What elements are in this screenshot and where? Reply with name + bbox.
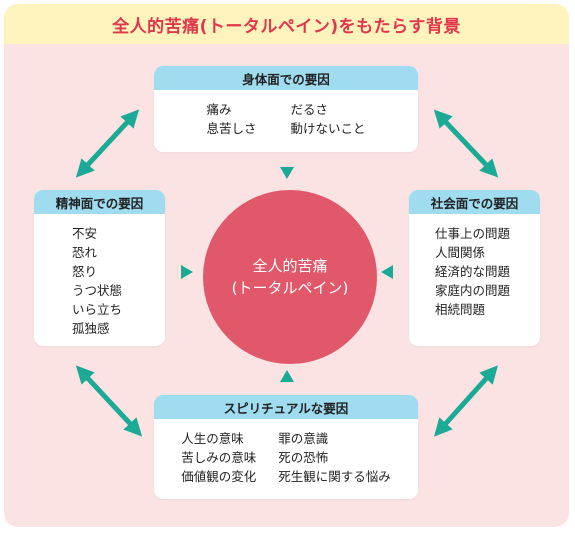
factor-item: 死生観に関する悩み (278, 469, 391, 484)
factor-item: だるさ (290, 102, 329, 117)
factor-item: 経済的な問題 (435, 264, 511, 279)
mental-factors-heading: 精神面での要因 (34, 190, 165, 214)
mental-factors-box: 精神面での要因 不安 恐れ 怒り うつ状態 いら立ち 孤独感 (34, 190, 165, 346)
factor-item: 仕事上の問題 (435, 226, 511, 241)
social-factors-box: 社会面での要因 仕事上の問題 人間関係 経済的な問題 家庭内の問題 相続問題 (409, 190, 540, 346)
factor-item: 人生の意味 (181, 431, 244, 446)
physical-factors-list: 痛み だるさ 息苦しさ 動けないこと (154, 90, 418, 138)
factor-item: 人間関係 (435, 245, 486, 260)
double-arrow-top-left (75, 109, 140, 178)
factor-item: 動けないこと (290, 121, 366, 136)
factor-item: 恐れ (72, 245, 98, 260)
pointer-from-left (181, 265, 193, 279)
factor-item: いら立ち (72, 302, 123, 317)
diagram-title: 全人的苦痛(トータルペイン)をもたらす背景 (112, 16, 461, 37)
factor-item: 不安 (72, 226, 98, 241)
factor-item: 罪の意識 (278, 431, 329, 446)
social-factors-heading: 社会面での要因 (409, 190, 540, 214)
pointer-from-bottom (280, 370, 294, 382)
factor-item: 怒り (72, 264, 98, 279)
social-factors-list: 仕事上の問題 人間関係 経済的な問題 家庭内の問題 相続問題 (409, 214, 540, 319)
factor-item: 痛み (206, 102, 232, 117)
factor-item: 息苦しさ (206, 121, 257, 136)
physical-factors-heading: 身体面での要因 (154, 66, 418, 90)
factor-item: うつ状態 (72, 283, 123, 298)
connector-layer (75, 109, 499, 437)
pointer-from-right (381, 265, 393, 279)
total-pain-circle: 全人的苦痛 (トータルペイン) (203, 190, 377, 364)
spiritual-factors-heading: スピリチュアルな要因 (154, 395, 418, 419)
title-bar: 全人的苦痛(トータルペイン)をもたらす背景 (4, 4, 569, 44)
mental-factors-list: 不安 恐れ 怒り うつ状態 いら立ち 孤独感 (34, 214, 165, 338)
factor-item: 死の恐怖 (278, 450, 329, 465)
diagram-frame: 全人的苦痛(トータルペイン)をもたらす背景 身体面での要因 痛み だるさ 息苦し… (4, 4, 569, 527)
double-arrow-bottom-right (433, 365, 499, 437)
spiritual-factors-list: 人生の意味 罪の意識 苦しみの意味 死の恐怖 価値観の変化 死生観に関する悩み (154, 419, 418, 486)
center-label-line2: (トータルペイン) (231, 279, 349, 297)
spiritual-factors-box: スピリチュアルな要因 人生の意味 罪の意識 苦しみの意味 死の恐怖 価値観の変化… (154, 395, 418, 499)
double-arrow-bottom-left (75, 365, 143, 437)
factor-item: 孤独感 (72, 321, 110, 336)
center-label-line1: 全人的苦痛 (252, 257, 328, 275)
factor-item: 相続問題 (435, 302, 486, 317)
factor-item: 苦しみの意味 (181, 450, 257, 465)
factor-item: 価値観の変化 (181, 469, 257, 484)
physical-factors-box: 身体面での要因 痛み だるさ 息苦しさ 動けないこと (154, 66, 418, 152)
factor-item: 家庭内の問題 (435, 283, 511, 298)
pointer-from-top (280, 167, 294, 179)
double-arrow-top-right (433, 109, 499, 178)
